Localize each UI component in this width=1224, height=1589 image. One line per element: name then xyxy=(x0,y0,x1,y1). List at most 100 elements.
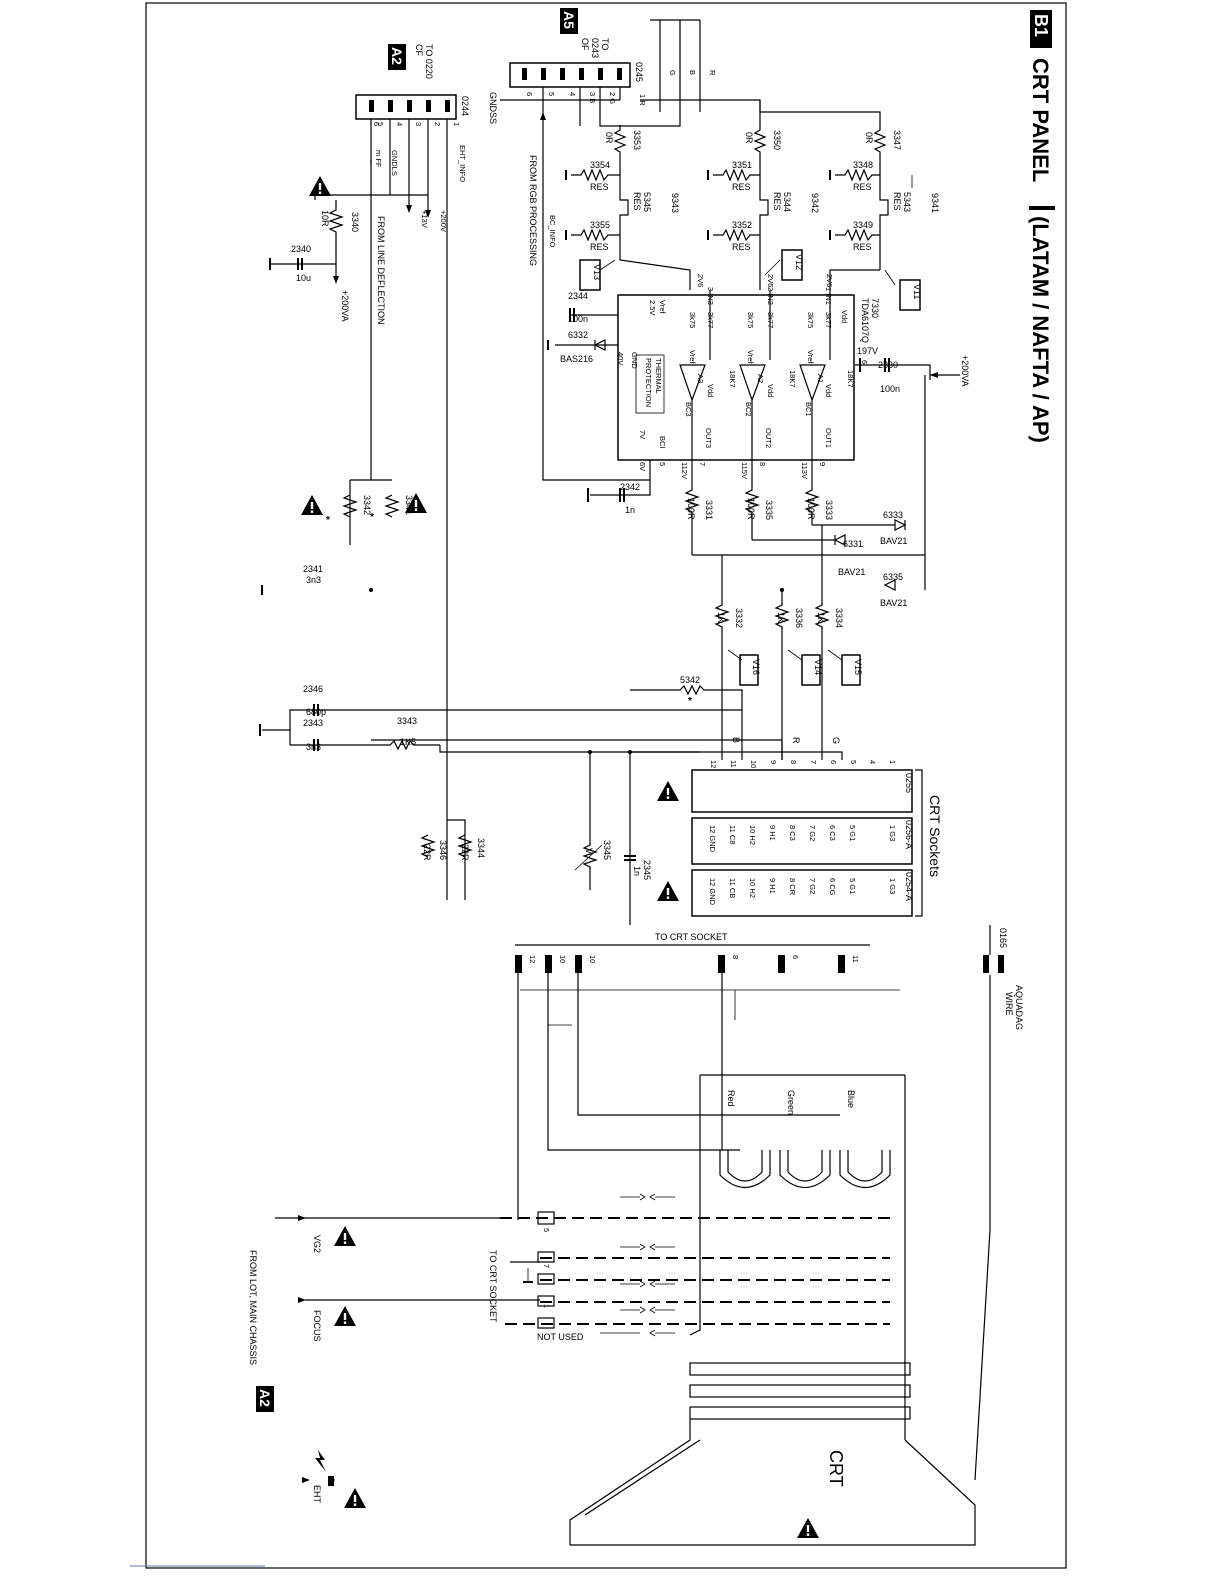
svg-text:A2: A2 xyxy=(389,47,405,65)
svg-text:9 H1: 9 H1 xyxy=(768,825,777,841)
svg-text:BAV21: BAV21 xyxy=(838,567,865,577)
svg-text:Vref: Vref xyxy=(746,350,755,364)
svg-text:1K: 1K xyxy=(716,612,726,623)
svg-text:A5: A5 xyxy=(561,11,577,29)
ref-a5: A5 TO 0243 OF xyxy=(560,8,610,58)
focus-label: FOCUS xyxy=(312,1310,322,1342)
svg-text:9: 9 xyxy=(818,462,827,466)
c2344-ref: 2344 xyxy=(568,291,588,301)
svg-text:6: 6 xyxy=(829,760,838,764)
svg-text:RES: RES xyxy=(892,192,902,211)
svg-text:5343: 5343 xyxy=(902,192,912,212)
svg-text:3k77: 3k77 xyxy=(766,312,775,328)
svg-text:5 G1: 5 G1 xyxy=(848,878,857,894)
svg-text:BC2: BC2 xyxy=(744,402,753,417)
svg-text:+13V: +13V xyxy=(420,210,429,228)
ref-a2-bottom: A2 xyxy=(256,1386,274,1412)
svg-text:2: 2 xyxy=(433,122,442,126)
svg-text:1 G3: 1 G3 xyxy=(888,878,897,894)
svg-text:WIRE: WIRE xyxy=(1004,992,1014,1016)
svg-text:Blue: Blue xyxy=(846,1090,856,1108)
svg-text:11: 11 xyxy=(729,760,738,768)
svg-text:BC3: BC3 xyxy=(684,402,693,417)
svg-text:2345: 2345 xyxy=(642,860,652,880)
svg-text:2343: 2343 xyxy=(303,718,323,728)
output-resistors: 3333 100R 3335 100R 3331 100R xyxy=(684,470,834,555)
svg-text:2.5V: 2.5V xyxy=(648,300,657,315)
svg-text:TDA6107Q: TDA6107Q xyxy=(860,298,870,343)
test-point-v12: V12 xyxy=(764,249,804,281)
from-rgb-processing: FROM RGB PROCESSING xyxy=(528,155,538,266)
svg-text:112V: 112V xyxy=(680,462,689,479)
svg-text:V: V xyxy=(584,848,594,854)
svg-text:197V: 197V xyxy=(857,346,878,356)
svg-text:3349: 3349 xyxy=(853,220,873,230)
svg-text:GND: GND xyxy=(630,352,639,369)
svg-text:3k77: 3k77 xyxy=(706,312,715,328)
svg-text:100R: 100R xyxy=(686,498,696,520)
lightning-icon xyxy=(315,1450,326,1472)
r3340: 3340 10R xyxy=(320,200,360,240)
feedback-resistors: 3334 1K 3336 1K 3332 1K xyxy=(714,525,844,760)
svg-text:GNDSS: GNDSS xyxy=(488,92,498,124)
svg-text:*: * xyxy=(370,512,374,523)
crt-label: CRT xyxy=(826,1450,846,1487)
svg-text:0254-A: 0254-A xyxy=(904,872,914,901)
svg-text:4: 4 xyxy=(395,122,404,126)
svg-text:7330: 7330 xyxy=(870,298,880,318)
crt-socket-lower: 5 7 1 NOT USED TO CRT SOCKET xyxy=(488,1211,584,1342)
svg-text:V13: V13 xyxy=(592,264,602,280)
svg-text:RES: RES xyxy=(853,182,872,192)
sheet-title: CRT PANEL xyxy=(1028,58,1053,182)
svg-text:5: 5 xyxy=(547,92,556,96)
svg-text:EHT_INFO: EHT_INFO xyxy=(458,145,467,182)
test-point-v11: V11 xyxy=(884,269,922,311)
svg-text:9: 9 xyxy=(769,760,778,764)
svg-text:R: R xyxy=(708,70,717,76)
channel-b-input: 3353 0R 3354 RES 5345 RES 9343 3355 RES xyxy=(565,125,691,290)
warning-triangle-icon xyxy=(309,176,331,196)
svg-text:2 G: 2 G xyxy=(608,92,617,104)
sheet-code: B1 xyxy=(1031,14,1051,37)
svg-text:7: 7 xyxy=(698,462,707,466)
svg-text:2330: 2330 xyxy=(878,360,898,370)
svg-text:V14: V14 xyxy=(813,659,823,675)
svg-text:CF: CF xyxy=(414,44,424,56)
svg-text:7: 7 xyxy=(542,1264,551,1268)
svg-text:V12: V12 xyxy=(794,254,804,270)
svg-text:3340: 3340 xyxy=(350,212,360,232)
svg-text:A2: A2 xyxy=(257,1389,273,1407)
c2340-val: 10u xyxy=(296,273,311,283)
connector-0245: 0245 1 R 2 G 3 B 4 5 6 GNDSS xyxy=(488,62,647,124)
svg-text:5: 5 xyxy=(376,122,385,126)
svg-text:11: 11 xyxy=(851,955,860,963)
channel-g-input: 3350 0R 3351 RES 5344 RES 9342 3352 RES xyxy=(707,125,820,290)
svg-text:3342: 3342 xyxy=(362,495,372,515)
svg-text:2V6: 2V6 xyxy=(766,274,775,287)
svg-text:THERMAL: THERMAL xyxy=(654,358,663,394)
svg-text:5 G1: 5 G1 xyxy=(848,825,857,841)
svg-text:6: 6 xyxy=(860,360,869,364)
svg-text:6331: 6331 xyxy=(843,539,863,549)
svg-text:3332: 3332 xyxy=(734,608,744,628)
svg-text:6335: 6335 xyxy=(883,572,903,582)
svg-text:5: 5 xyxy=(849,760,858,764)
svg-text:OF: OF xyxy=(580,38,590,51)
svg-text:8 CR: 8 CR xyxy=(788,878,797,896)
svg-text:3336: 3336 xyxy=(794,608,804,628)
svg-text:RES: RES xyxy=(853,242,872,252)
svg-text:3346: 3346 xyxy=(438,840,448,860)
crt-socket-pins: 12 10 10 8 6 11 xyxy=(515,955,860,973)
svg-text:3353: 3353 xyxy=(632,130,642,150)
svg-text:2341: 2341 xyxy=(303,564,323,574)
svg-text:1K: 1K xyxy=(816,612,826,623)
svg-text:100R: 100R xyxy=(746,498,756,520)
svg-text:BAS216: BAS216 xyxy=(560,354,593,364)
connector-0256-a: 0256-A 1 G3 5 G1 6 C3 7 G2 8 C3 9 H1 10 … xyxy=(691,817,914,865)
svg-text:22R: 22R xyxy=(422,844,432,861)
svg-text:TO: TO xyxy=(600,38,610,50)
svg-text:6 CG: 6 CG xyxy=(828,878,837,896)
svg-text:BCI: BCI xyxy=(658,436,667,449)
svg-text:BAV21: BAV21 xyxy=(880,536,907,546)
connector-0255: 0255 1 4 5 6 7 8 9 10 11 12 xyxy=(691,760,914,813)
